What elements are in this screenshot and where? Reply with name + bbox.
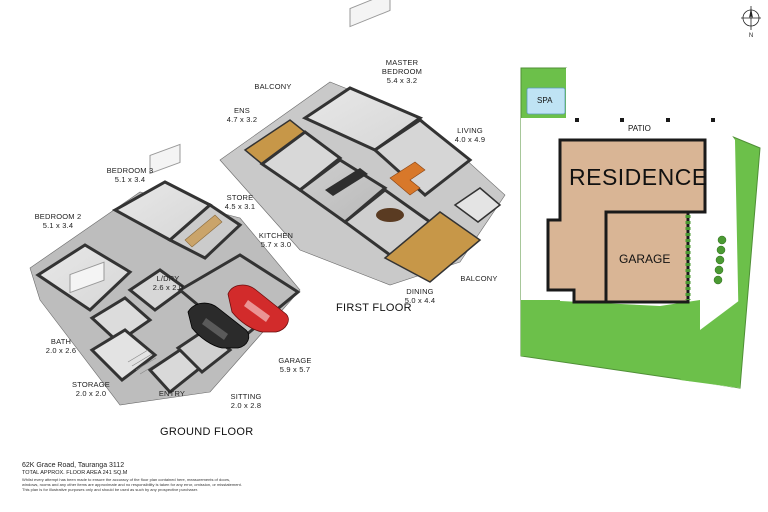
room-size: 5.1 x 3.4 <box>42 221 74 230</box>
label-storage: STORAGE 2.0 x 2.0 <box>64 380 118 398</box>
compass-north-label: N <box>749 33 753 38</box>
room-size: 2.6 x 2.0 <box>152 283 184 292</box>
room-name: L/DRY <box>156 274 180 283</box>
room-name: SITTING <box>230 392 262 401</box>
room-size: 2.0 x 2.0 <box>75 389 107 398</box>
ensuite-floor <box>259 130 343 192</box>
patio-posts <box>575 118 715 122</box>
kitchen-island <box>325 168 368 196</box>
room-name: ENS <box>233 106 251 115</box>
label-laundry: L/DRY 2.6 x 2.0 <box>144 274 192 292</box>
label-bedroom-2: BEDROOM 2 5.1 x 3.4 <box>28 212 88 230</box>
lawn-lower-left <box>521 300 560 356</box>
dark-car <box>187 302 250 349</box>
balcony-right-deck <box>383 211 482 283</box>
label-master-bedroom: MASTER BEDROOM 5.4 x 3.2 <box>372 58 432 85</box>
label-balcony-top: BALCONY <box>248 82 298 91</box>
label-kitchen: KITCHEN 5.7 x 3.0 <box>254 231 298 249</box>
north-compass-icon: N <box>741 6 761 38</box>
room-name: STORE <box>226 193 254 202</box>
master-bedroom-floor <box>301 86 424 152</box>
label-living: LIVING 4.0 x 4.9 <box>450 126 490 144</box>
room-name-line2: BEDROOM <box>381 67 423 76</box>
room-name: LIVING <box>457 126 483 135</box>
room-name: BALCONY <box>460 274 498 283</box>
hedge-shrubs <box>713 235 727 285</box>
room-size: 5.4 x 3.2 <box>386 76 418 85</box>
site-label-garage: GARAGE <box>619 252 671 266</box>
label-garage: GARAGE 5.9 x 5.7 <box>270 356 320 374</box>
ground-floor-title: GROUND FLOOR <box>160 426 254 438</box>
room-size: 4.0 x 4.9 <box>454 135 486 144</box>
site-label-spa: SPA <box>537 96 553 105</box>
storage-floor <box>89 328 158 382</box>
room-size: 2.0 x 2.8 <box>230 401 262 410</box>
room-size: 2.0 x 2.6 <box>45 346 77 355</box>
room-name: ENTRY <box>158 389 186 398</box>
bed-2 <box>69 261 105 294</box>
dining-table <box>376 208 404 222</box>
room-size: 4.7 x 3.2 <box>226 115 258 124</box>
property-address: 62K Grace Road, Tauranga 3112 <box>22 462 125 469</box>
sofa <box>389 161 426 196</box>
bed-3 <box>149 143 181 175</box>
spa-shape <box>526 87 566 115</box>
floor-area-total: TOTAL APPROX. FLOOR AREA 241 SQ.M <box>22 470 128 476</box>
disclaimer-line-1: Whilst every attempt has been made to en… <box>22 477 231 482</box>
room-name: MASTER <box>385 58 419 67</box>
ground-floor-model <box>29 143 301 406</box>
balcony-deck-corner <box>453 187 502 223</box>
disclaimer-line-3: This plan is for illustrative purposes o… <box>22 487 199 492</box>
room-name: GARAGE <box>278 356 312 365</box>
label-store: STORE 4.5 x 3.1 <box>214 193 266 211</box>
label-entry: ENTRY <box>152 389 192 398</box>
label-ensuite: ENS 4.7 x 3.2 <box>220 106 264 124</box>
room-size: 5.1 x 3.4 <box>114 175 146 184</box>
bath-floor <box>89 296 153 344</box>
residence-building <box>546 138 707 304</box>
room-name: BEDROOM 3 <box>106 166 154 175</box>
room-name: STORAGE <box>72 380 110 389</box>
site-label-patio: PATIO <box>628 124 651 133</box>
site-label-residence: RESIDENCE <box>569 164 708 190</box>
room-name: BATH <box>50 337 72 346</box>
label-balcony-right: BALCONY <box>455 274 503 283</box>
room-size: 4.5 x 3.1 <box>224 202 256 211</box>
disclaimer-line-2: windows, rooms and any other items are a… <box>22 482 242 487</box>
red-car <box>227 284 289 333</box>
garage-building <box>604 210 690 304</box>
label-dining: DINING 5.0 x 4.4 <box>398 287 442 305</box>
site-plan <box>520 67 761 389</box>
label-bedroom-3: BEDROOM 3 5.1 x 3.4 <box>100 166 160 184</box>
room-size: 5.9 x 5.7 <box>279 365 311 374</box>
room-name: BALCONY <box>254 82 292 91</box>
room-size: 5.0 x 4.4 <box>404 296 436 305</box>
lawn-lower-right <box>680 300 740 388</box>
first-floor-title: FIRST FLOOR <box>336 302 412 314</box>
master-bed <box>349 0 391 28</box>
room-name: BEDROOM 2 <box>34 212 82 221</box>
label-bath: BATH 2.0 x 2.6 <box>36 337 86 355</box>
label-sitting: SITTING 2.0 x 2.8 <box>222 392 270 410</box>
first-floor-model <box>219 0 506 286</box>
room-name: DINING <box>406 287 434 296</box>
room-size: 5.7 x 3.0 <box>260 240 292 249</box>
room-name: KITCHEN <box>258 231 294 240</box>
plan-footer: 62K Grace Road, Tauranga 3112 TOTAL APPR… <box>22 462 352 492</box>
